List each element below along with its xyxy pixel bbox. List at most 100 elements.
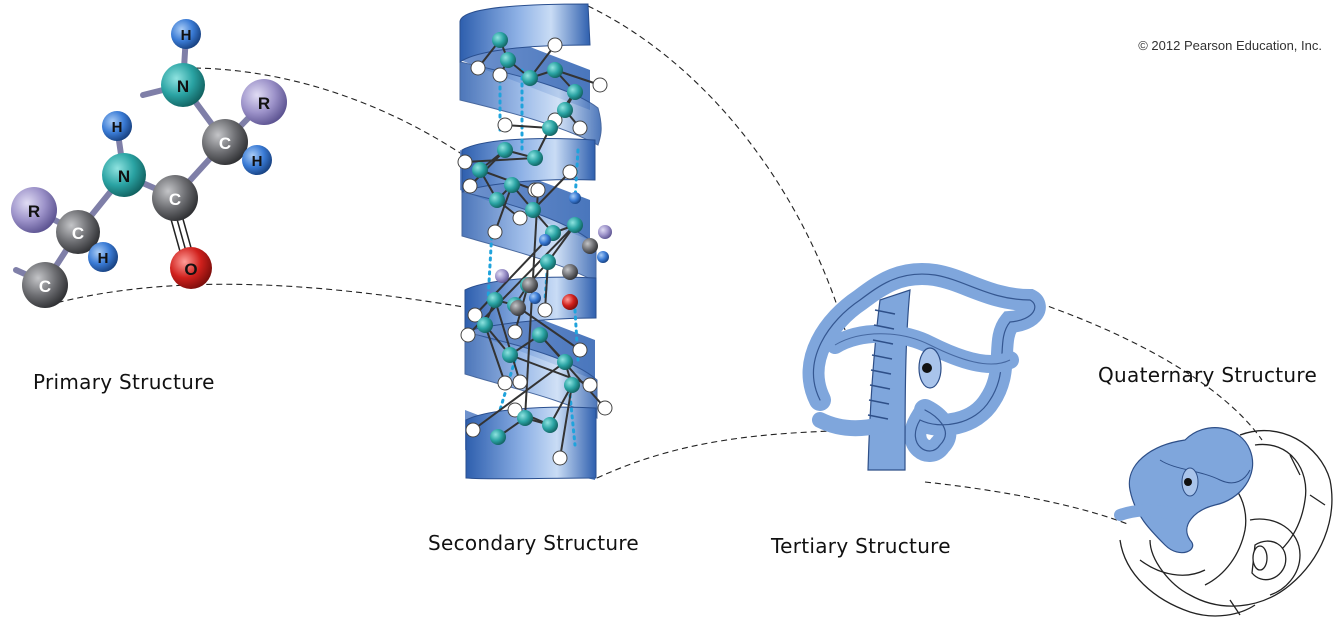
helix-atom-backbone	[567, 84, 583, 100]
helix-atom-backbone	[540, 254, 556, 270]
helix-bond	[467, 224, 576, 336]
helix-atom-carbon	[582, 238, 598, 254]
helix-bond	[484, 324, 506, 384]
helix-atom-hydrogen	[537, 302, 553, 318]
atom-hydrogen-2: H	[102, 111, 132, 141]
svg-text:H: H	[98, 250, 109, 267]
helix-atom-backbone	[557, 102, 573, 118]
helix-bond	[494, 299, 521, 383]
helix-atom-nitrogen	[539, 234, 551, 246]
helix-atom-backbone	[522, 70, 538, 86]
svg-text:C: C	[169, 190, 181, 209]
quaternary-structure-complex	[1114, 427, 1333, 617]
helix-atom-carbon	[562, 264, 578, 280]
atom-nitrogen-2: N	[161, 63, 205, 107]
helix-atom-rgroup	[598, 225, 612, 239]
helix-atom-backbone	[487, 292, 503, 308]
helix-bond	[532, 171, 571, 211]
helix-atom-backbone	[502, 347, 518, 363]
connector-lines	[47, 5, 1263, 526]
svg-text:R: R	[28, 202, 40, 221]
helix-atom-hydrogen	[530, 182, 546, 198]
svg-text:H: H	[112, 119, 123, 136]
helix-atom-hydrogen	[497, 117, 513, 133]
svg-text:C: C	[219, 134, 231, 153]
label-primary-structure: Primary Structure	[33, 370, 215, 394]
tertiary-structure-fold	[802, 263, 1046, 471]
helix-atom-backbone	[557, 354, 573, 370]
label-quaternary-structure: Quaternary Structure	[1098, 363, 1318, 387]
atom-nitrogen-1: N	[102, 153, 146, 197]
helix-atom-backbone	[547, 62, 563, 78]
helix-atom-hydrogen	[592, 77, 608, 93]
svg-text:R: R	[258, 94, 270, 113]
helix-atom-hydrogen	[572, 342, 588, 358]
helix-bond	[472, 361, 566, 431]
helix-atom-hydrogen	[457, 154, 473, 170]
atom-rgroup-2: R	[241, 79, 287, 125]
helix-atom-hydrogen	[597, 400, 613, 416]
helix-atom-backbone	[532, 327, 548, 343]
helix-atom-backbone	[564, 377, 580, 393]
helix-atom-backbone	[477, 317, 493, 333]
helix-atom-backbone	[527, 150, 543, 166]
primary-structure-molecule: C R C H N H C	[11, 19, 287, 308]
helix-atom-backbone	[489, 192, 505, 208]
helix-atom-backbone	[542, 120, 558, 136]
helix-atom-backbone	[504, 177, 520, 193]
connector-primary-top	[194, 67, 479, 166]
svg-text:O: O	[184, 260, 197, 279]
helix-atom-nitrogen	[597, 251, 609, 263]
helix-atom-backbone	[517, 410, 533, 426]
label-secondary-structure: Secondary Structure	[428, 531, 640, 555]
svg-text:H: H	[252, 153, 263, 170]
atom-carbon-3: C	[152, 175, 198, 221]
helix-atom-backbone	[490, 429, 506, 445]
helix-atom-oxygen	[562, 294, 578, 310]
atom-carbon-1: C	[22, 262, 68, 308]
helix-atom-backbone	[500, 52, 516, 68]
helix-atom-nitrogen	[569, 192, 581, 204]
helix-atom-rgroup	[495, 269, 509, 283]
connector-primary-bottom	[47, 283, 471, 309]
helix-atom-hydrogen	[552, 450, 568, 466]
atom-carbon-4: C	[202, 119, 248, 165]
helix-atom-hydrogen	[547, 37, 563, 53]
svg-text:N: N	[177, 77, 189, 96]
svg-text:C: C	[39, 277, 51, 296]
helix-atom-carbon	[522, 277, 538, 293]
svg-text:H: H	[181, 27, 192, 44]
label-tertiary-structure: Tertiary Structure	[771, 534, 951, 558]
helix-bond	[494, 184, 513, 233]
helix-atom-carbon	[510, 300, 526, 316]
helix-bond	[544, 261, 549, 311]
helix-atom-hydrogen	[507, 324, 523, 340]
helix-atom-backbone	[542, 417, 558, 433]
helix-bond	[514, 304, 581, 351]
helix-atom-hydrogen	[512, 210, 528, 226]
svg-text:C: C	[72, 224, 84, 243]
helix-atom-hydrogen	[487, 224, 503, 240]
atom-hydrogen-4: H	[171, 19, 201, 49]
helix-atom-hydrogen	[572, 120, 588, 136]
connector-tertiary-bottom	[924, 481, 1131, 526]
helix-atom-backbone	[525, 202, 541, 218]
svg-text:N: N	[118, 167, 130, 186]
helix-bond	[559, 384, 573, 459]
helix-atom-hydrogen	[562, 164, 578, 180]
connector-secondary-bottom	[596, 429, 871, 479]
atom-rgroup-1: R	[11, 187, 57, 233]
helix-atom-nitrogen	[529, 292, 541, 304]
secondary-structure-helix	[457, 3, 613, 480]
copyright-notice: © 2012 Pearson Education, Inc.	[1138, 38, 1322, 53]
connector-secondary-top	[587, 5, 846, 331]
atom-hydrogen-1: H	[88, 242, 118, 272]
atom-hydrogen-3: H	[242, 145, 272, 175]
helix-atom-hydrogen	[465, 422, 481, 438]
helix-atom-backbone	[472, 162, 488, 178]
atom-oxygen: O	[170, 247, 212, 289]
helix-atom-hydrogen	[582, 377, 598, 393]
atom-carbon-2: C	[56, 210, 100, 254]
